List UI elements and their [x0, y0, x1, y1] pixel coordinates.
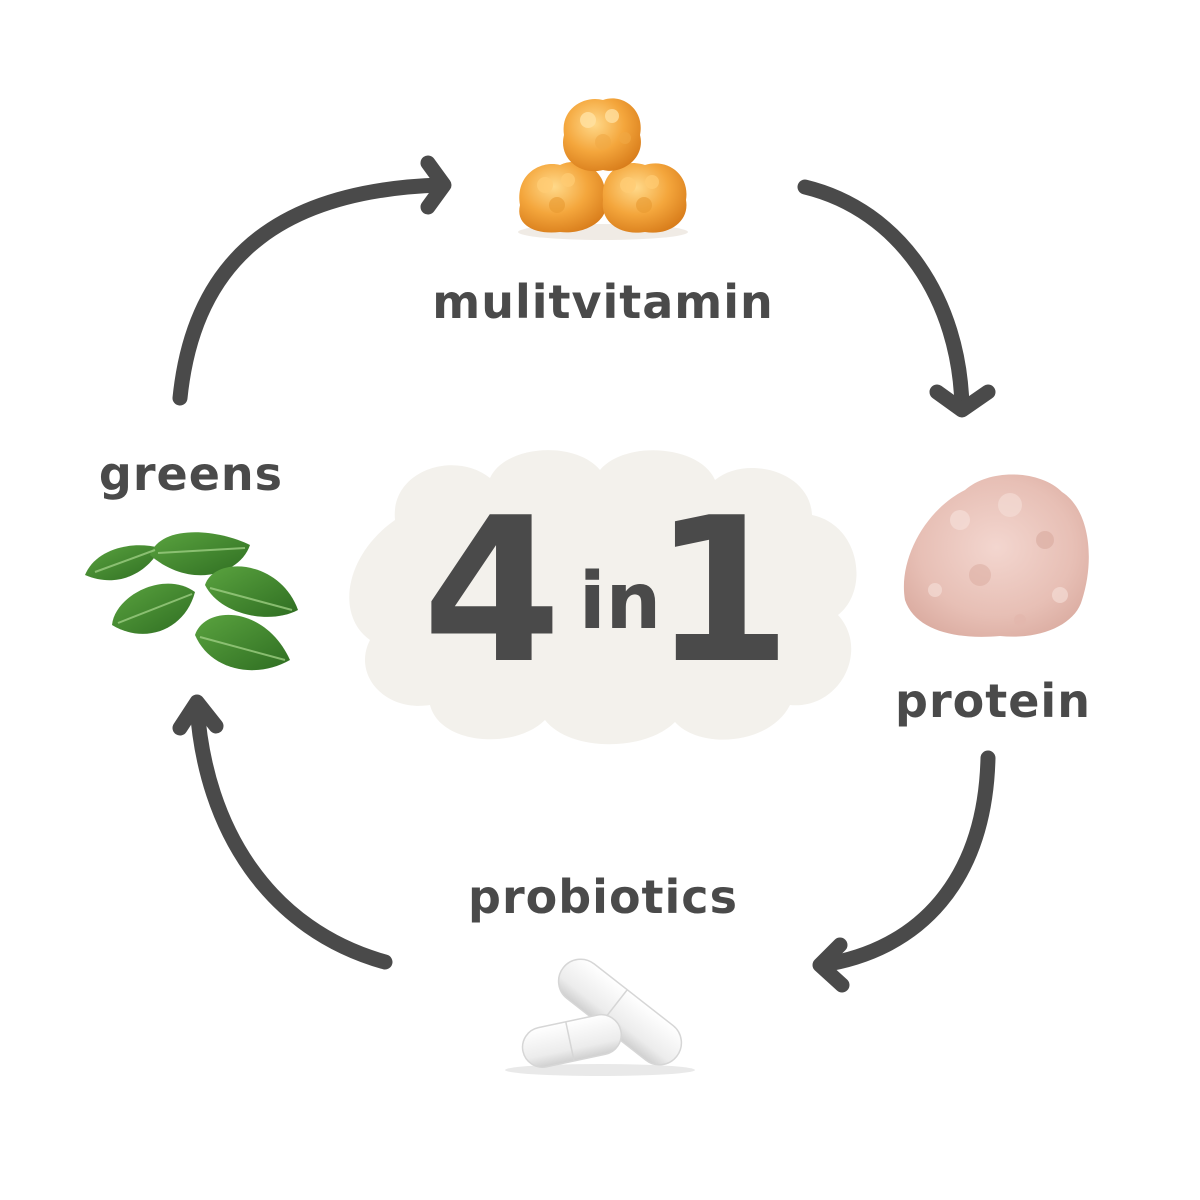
center-number-one: 1 [652, 475, 791, 708]
label-multivitamin: mulitvitamin [432, 275, 773, 329]
gummy-top [562, 98, 641, 172]
capsules-icon [505, 958, 695, 1076]
leaf-right [205, 566, 298, 617]
gummy-vitamins-icon [518, 98, 688, 240]
arrow-probiotics-to-greens [172, 694, 393, 970]
arrow-protein-to-probiotics [812, 750, 996, 993]
leaf-bottom [195, 614, 290, 671]
leaf-top [150, 532, 250, 576]
center-cloud [349, 450, 857, 745]
label-protein: protein [895, 674, 1091, 728]
cycle-arrows [172, 155, 996, 993]
arrow-multivitamin-to-protein [797, 179, 996, 418]
center-word-in: in [579, 557, 661, 647]
spinach-leaves-icon [85, 532, 298, 671]
label-probiotics: probiotics [468, 870, 738, 924]
label-greens: greens [99, 447, 283, 501]
gummy-right [602, 163, 687, 233]
arrow-greens-to-multivitamin [172, 155, 452, 406]
protein-powder-icon [903, 474, 1089, 637]
center-number-four: 4 [422, 475, 561, 708]
capsule-front [521, 1013, 622, 1068]
gummy-left [519, 161, 607, 233]
